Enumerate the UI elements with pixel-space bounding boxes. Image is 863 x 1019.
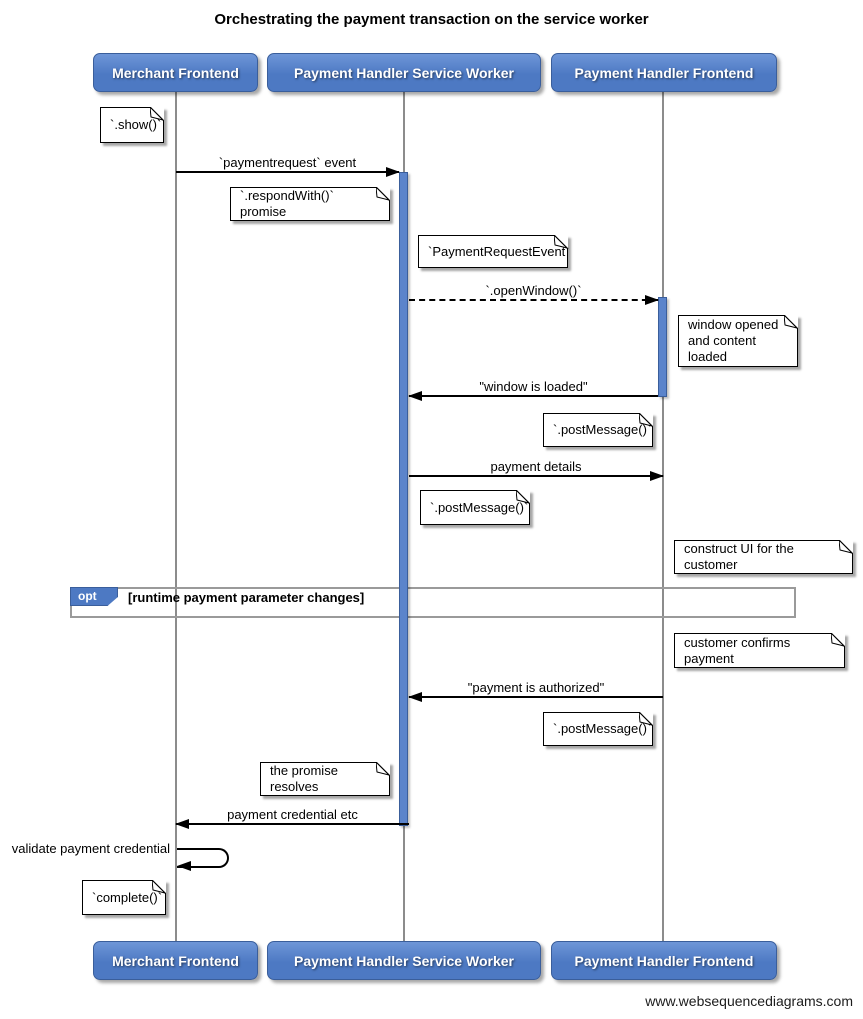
note-postmessage-3: `.postMessage()` [543,712,653,746]
activation-service-worker [399,172,408,826]
note-construct-ui: construct UI for the customer [674,540,853,574]
note-text: `.postMessage()` [553,721,652,736]
note-fold-icon [639,712,653,726]
note-fold-icon [376,762,390,776]
note-show: `.show()` [100,107,164,143]
message-line [409,395,658,397]
note-postmessage-2: `.postMessage()` [420,490,530,525]
note-fold-icon [839,540,853,554]
message-line [409,696,663,698]
note-fold-icon [376,187,390,201]
actor-top-payment-handler-frontend: Payment Handler Frontend [551,53,777,92]
message-line [176,823,409,825]
arrowhead-right-icon [386,167,400,177]
message-line-dashed [409,299,658,301]
arrowhead-right-icon [645,295,659,305]
message-label: `.openWindow()` [485,283,582,298]
arrowhead-left-icon [408,391,422,401]
note-window-opened: window opened and content loaded [678,315,798,367]
note-complete: `complete()` [82,880,166,915]
message-validate-payment-credential-label: validate payment credential [11,841,170,856]
watermark-websequencediagrams: www.websequencediagrams.com [645,993,853,1009]
note-text: `PaymentRequestEvent` [428,243,570,259]
diagram-title: Orchestrating the payment transaction on… [214,11,649,28]
message-label: "window is loaded" [479,379,588,394]
note-customer-confirms: customer confirms payment [674,633,845,668]
note-fold-icon [150,107,164,121]
arrowhead-left-icon [175,819,189,829]
activation-payment-handler-frontend [658,297,667,397]
message-line [409,475,663,477]
message-validate-payment-credential-loop [177,848,229,868]
actor-bottom-payment-handler-service-worker: Payment Handler Service Worker [267,941,541,980]
actor-top-payment-handler-service-worker: Payment Handler Service Worker [267,53,541,92]
actor-bottom-payment-handler-frontend: Payment Handler Frontend [551,941,777,980]
opt-fragment: opt [runtime payment parameter changes] [70,587,796,618]
message-payment-is-authorized: "payment is authorized" [408,678,663,702]
message-window-is-loaded: "window is loaded" [408,377,658,401]
note-fold-icon [516,490,530,504]
note-text: construct UI for the customer [684,541,794,572]
arrowhead-left-icon [408,692,422,702]
message-label: payment details [490,459,582,474]
note-postmessage-1: `.postMessage()` [543,413,653,447]
lifeline-payment-handler-frontend [662,92,664,941]
note-fold-icon [784,315,798,329]
note-fold-icon [554,235,568,249]
message-paymentrequest-event: `paymentrequest` event [176,153,400,177]
note-text: customer confirms payment [684,634,791,666]
opt-fragment-tab: opt [70,587,118,606]
message-payment-credential-etc: payment credential etc [175,805,409,829]
message-label: `paymentrequest` event [218,155,357,170]
actor-top-merchant-frontend: Merchant Frontend [93,53,258,92]
message-payment-details: payment details [409,457,664,481]
note-text: `.show()` [110,117,162,132]
message-label: payment credential etc [227,807,358,822]
note-promise-resolves: the promise resolves [260,762,390,796]
lifeline-merchant-frontend [175,92,177,941]
note-fold-icon [831,633,845,647]
arrowhead-left-icon [177,861,191,871]
note-text: window opened and content loaded [688,317,779,364]
opt-fragment-condition: [runtime payment parameter changes] [128,590,365,605]
actor-bottom-merchant-frontend: Merchant Frontend [93,941,258,980]
message-label: "payment is authorized" [467,680,605,695]
message-line [176,171,399,173]
note-text: `.respondWith()` promise [240,188,334,219]
note-text: `complete()` [92,889,163,905]
arrowhead-right-icon [650,471,664,481]
note-paymentrequestevent: `PaymentRequestEvent` [418,235,570,268]
message-openwindow: `.openWindow()` [409,281,659,305]
note-fold-icon [152,880,166,894]
note-respondwith-promise: `.respondWith()` promise [230,187,390,221]
note-fold-icon [639,413,653,427]
note-text: `.postMessage()` [553,422,652,437]
note-text: `.postMessage()` [430,499,529,515]
note-text: the promise resolves [270,763,338,794]
